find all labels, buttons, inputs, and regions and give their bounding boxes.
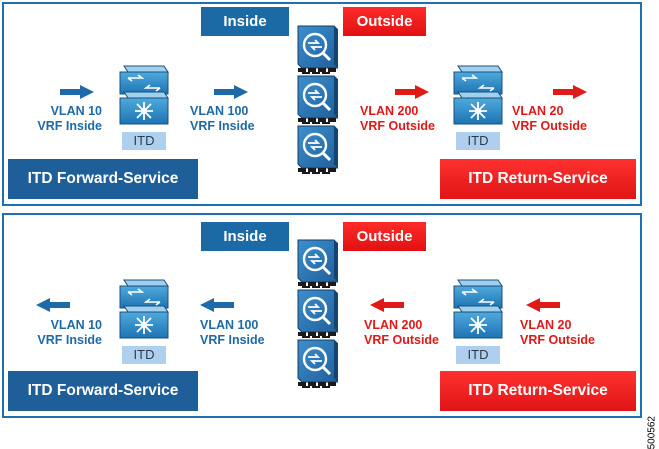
arrow-left-icon [200,298,234,312]
outside-zone-label: Outside [343,222,426,251]
return-service-label: ITD Return-Service [440,159,636,199]
inside-zone-label: Inside [201,222,289,251]
itd-tag: ITD [122,132,166,150]
forward-service-label: ITD Forward-Service [8,159,198,199]
itd-tag: ITD [456,346,500,364]
itd-tag: ITD [122,346,166,364]
firewall-icon [294,288,338,338]
switch-icon [118,276,170,340]
switch-icon [452,62,504,126]
itd-tag: ITD [456,132,500,150]
firewall-icon [294,338,338,388]
arrow-right-icon [553,85,587,99]
inside-zone-label: Inside [201,7,289,36]
arrow-right-icon [395,85,429,99]
firewall-icon [294,24,338,74]
outside-zone-label: Outside [343,7,426,36]
switch-icon [452,276,504,340]
forward-service-label: ITD Forward-Service [8,371,198,411]
arrow-right-icon [214,85,248,99]
switch-icon [118,62,170,126]
figure-number: 500562 [646,416,657,449]
firewall-icon [294,238,338,288]
arrow-left-icon [36,298,70,312]
return-service-label: ITD Return-Service [440,371,636,411]
arrow-left-icon [526,298,560,312]
firewall-icon [294,124,338,174]
arrow-right-icon [60,85,94,99]
firewall-icon [294,74,338,124]
arrow-left-icon [370,298,404,312]
